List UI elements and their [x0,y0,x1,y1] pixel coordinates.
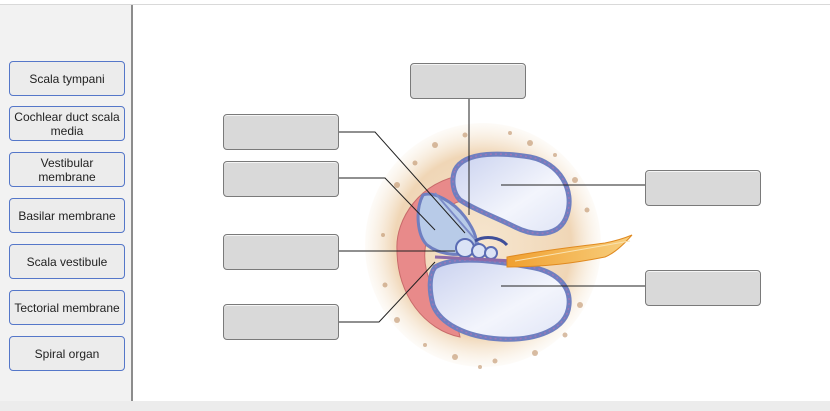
spiral-organ-structure [455,236,509,260]
drop-target-left-4[interactable] [223,304,339,340]
label-chip-scala-vestibule[interactable]: Scala vestibule [9,244,125,279]
label-chip-scala-tympani[interactable]: Scala tympani [9,61,125,96]
drop-target-right-1[interactable] [645,170,761,206]
drop-target-left-2[interactable] [223,161,339,197]
label-chip-vestibular-membrane[interactable]: Vestibular membrane [9,152,125,187]
vestibular-membrane [434,192,481,246]
label-chip-basilar-membrane[interactable]: Basilar membrane [9,198,125,233]
drop-target-top[interactable] [410,63,526,99]
bottom-bar [0,401,830,411]
basilar-membrane [434,255,516,263]
drop-target-left-3[interactable] [223,234,339,270]
cochlear-nerve [506,234,633,268]
label-chip-cochlear-duct[interactable]: Cochlear duct scala media [9,106,125,141]
top-divider [0,4,830,5]
diagram-canvas [135,5,830,401]
label-bank: Scala tympani Cochlear duct scala media … [0,5,133,411]
cochlea-illustration [339,98,645,369]
label-chip-spiral-organ[interactable]: Spiral organ [9,336,125,371]
drop-target-left-1[interactable] [223,114,339,150]
leader-lines [339,98,645,323]
bone-speckles [381,131,592,369]
drop-target-right-2[interactable] [645,270,761,306]
label-chip-tectorial-membrane[interactable]: Tectorial membrane [9,290,125,325]
